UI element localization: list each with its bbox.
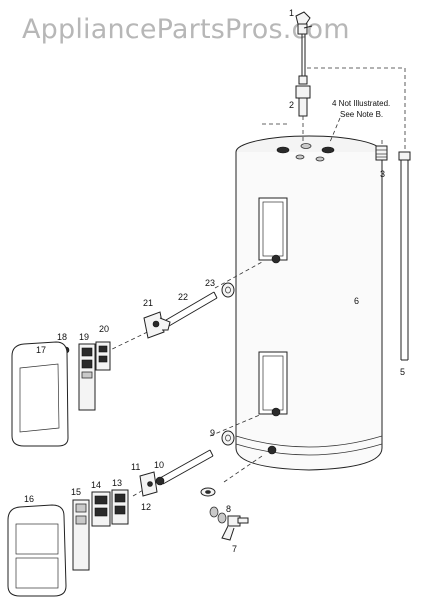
tank	[235, 135, 383, 471]
part-16-access-cover	[7, 504, 67, 597]
label-16: 16	[24, 494, 34, 504]
label-14: 14	[91, 480, 101, 490]
label-19: 19	[79, 332, 89, 342]
part-10-lower-element	[155, 449, 214, 486]
label-2: 2	[289, 100, 294, 110]
part-19-thermostat	[78, 343, 96, 411]
part-5-dip-tube	[398, 151, 411, 361]
watermark: AppliancePartsPros.com	[22, 14, 350, 45]
label-12: 12	[141, 502, 151, 512]
label-22: 22	[178, 292, 188, 302]
label-17: 17	[36, 345, 46, 355]
note-line-1: 4 Not Illustrated.	[332, 99, 390, 108]
label-13: 13	[112, 478, 122, 488]
label-10: 10	[154, 460, 164, 470]
part-1-relief-valve	[295, 11, 313, 85]
label-5: 5	[400, 367, 405, 377]
part-13-thermostat	[111, 489, 129, 525]
label-21: 21	[143, 298, 153, 308]
label-18: 18	[57, 332, 67, 342]
part-7-drain-valve	[221, 515, 249, 541]
part-3-nipple	[375, 145, 388, 161]
label-9: 9	[210, 428, 215, 438]
part-21-bracket	[143, 311, 171, 339]
label-11: 11	[131, 462, 140, 472]
part-9-gasket	[221, 430, 235, 446]
label-15: 15	[71, 487, 81, 497]
label-20: 20	[99, 324, 109, 334]
part-14-thermostat	[91, 491, 111, 527]
label-8: 8	[226, 504, 231, 514]
part-2-fitting	[295, 85, 311, 142]
note-line-2: See Note B.	[340, 110, 383, 119]
label-23: 23	[205, 278, 215, 288]
label-7: 7	[232, 544, 237, 554]
part-17-access-cover	[11, 341, 69, 447]
label-1: 1	[289, 8, 294, 18]
part-23-gasket	[221, 282, 235, 298]
part-22-upper-element	[165, 291, 218, 327]
part-11-bracket	[139, 471, 158, 497]
part-20-thermostat	[95, 341, 111, 371]
label-3: 3	[380, 169, 385, 179]
part-15-thermostat-cover	[72, 499, 90, 571]
label-6: 6	[354, 296, 359, 306]
part-8-washer	[200, 487, 227, 524]
